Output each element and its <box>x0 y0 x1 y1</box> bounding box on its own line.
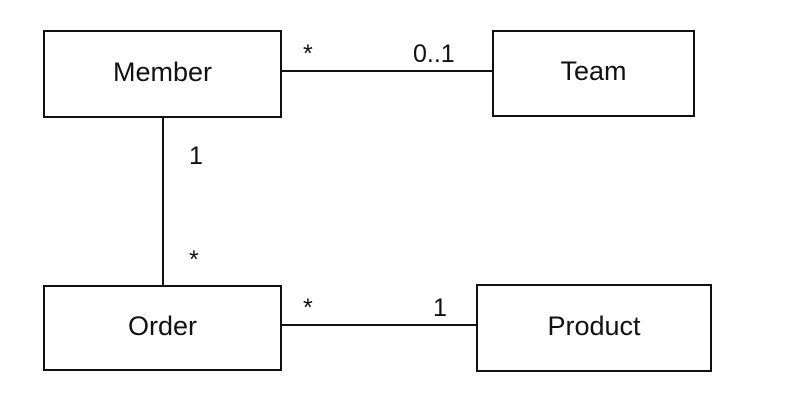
entity-team-box <box>492 30 695 117</box>
multiplicity-member-order-order-end: * <box>189 246 199 274</box>
multiplicity-member-team-member-end: * <box>303 40 313 68</box>
multiplicity-order-product-order-end: * <box>303 294 313 322</box>
entity-team-name: Team <box>560 56 626 86</box>
entity-member-box <box>43 30 282 118</box>
multiplicity-member-team-team-end: 0..1 <box>413 40 455 68</box>
entity-member: Member <box>43 30 282 118</box>
entity-order: Order <box>43 285 282 371</box>
entity-order-box <box>43 285 282 371</box>
entity-product-box <box>476 284 712 372</box>
entity-team: Team <box>492 30 695 117</box>
entity-member-name: Member <box>113 57 212 87</box>
multiplicity-member-order-member-end: 1 <box>189 142 203 170</box>
entity-order-name: Order <box>128 311 197 341</box>
multiplicity-order-product-product-end: 1 <box>433 294 447 322</box>
entity-product: Product <box>476 284 712 372</box>
entity-product-name: Product <box>547 311 641 341</box>
